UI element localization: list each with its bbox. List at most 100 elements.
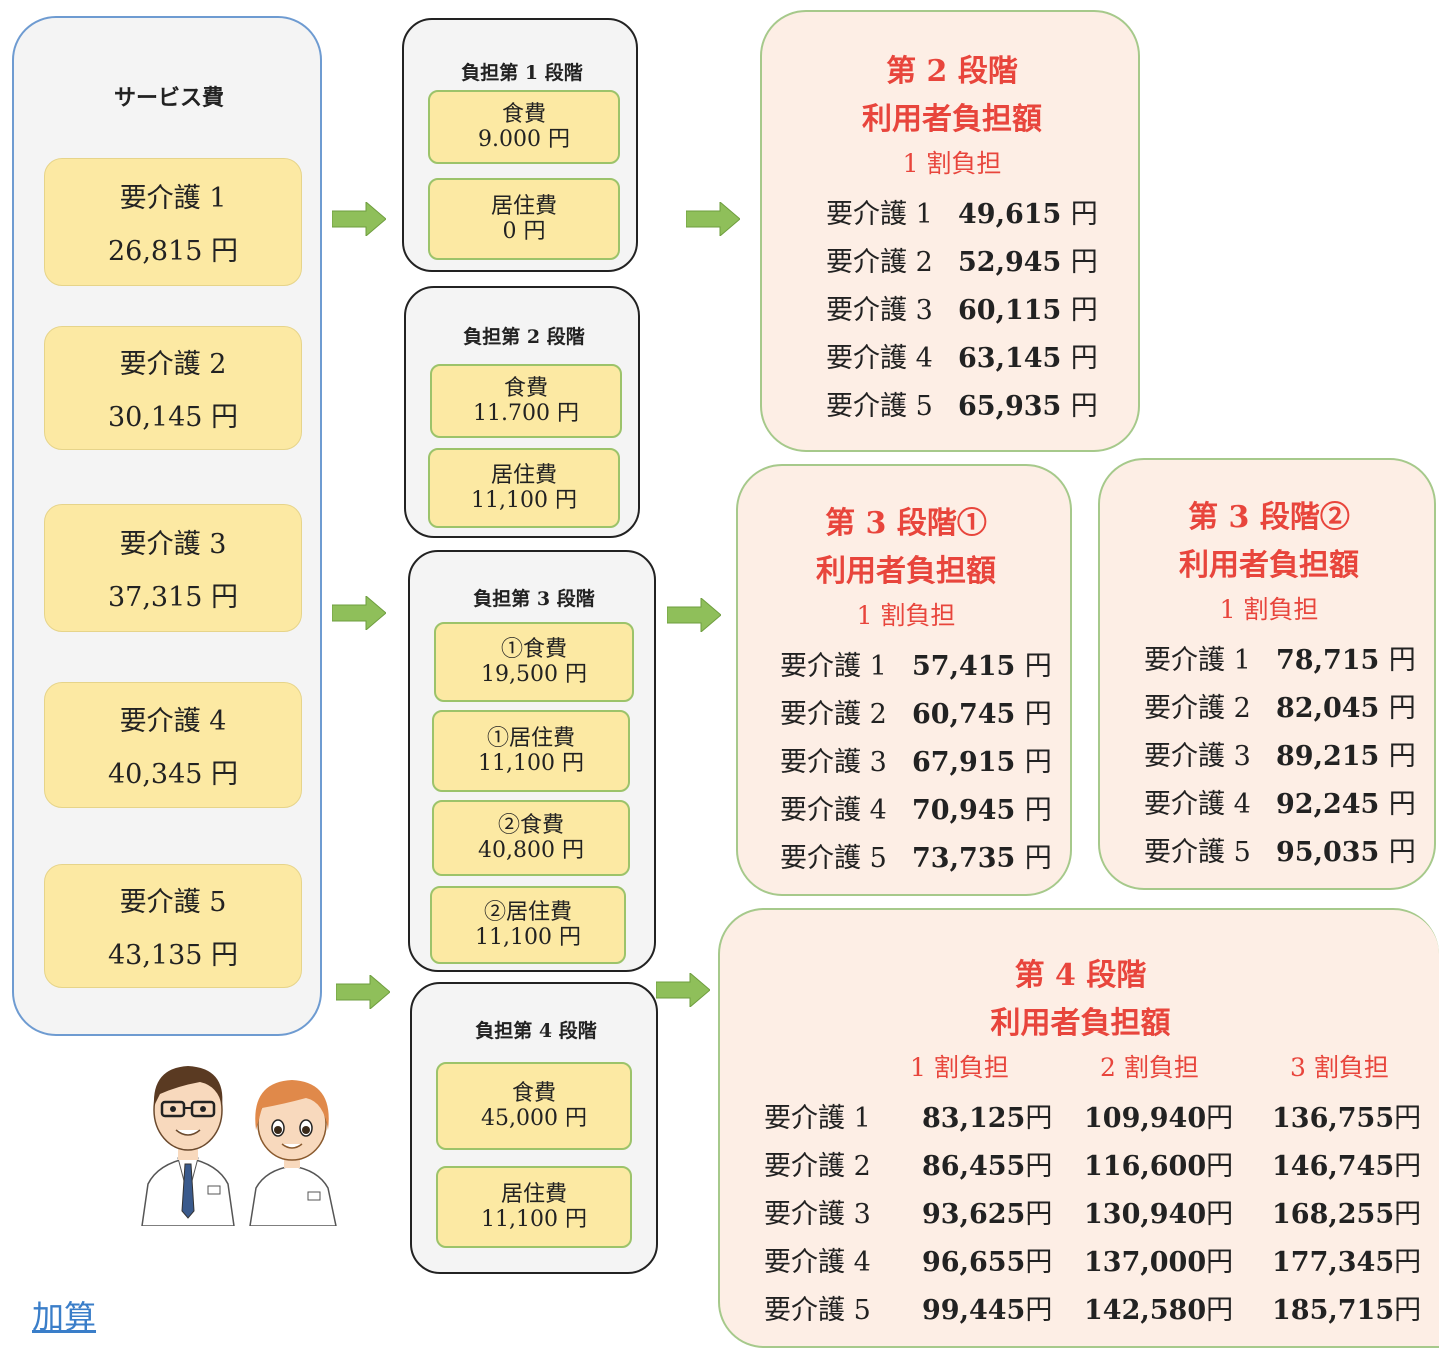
service-fee-title: サービス費 <box>113 85 224 111</box>
cost-amount: 11.700 円 <box>473 401 579 426</box>
cost-amount: 11,100 円 <box>478 751 584 776</box>
care-level-label: 要介護 2 <box>780 699 887 730</box>
burden-amount-20pct: 109,940円 <box>1084 1103 1234 1134</box>
burden-amount-10pct: 96,655円 <box>922 1247 1053 1278</box>
burden-amount: 49,615 円 <box>958 199 1098 230</box>
burden-amount-20pct: 130,940円 <box>1084 1199 1234 1230</box>
cost-amount: 0 円 <box>502 219 546 244</box>
result-title: 第 4 段階 <box>1014 958 1147 993</box>
care-level-amount: 43,135 円 <box>107 940 239 971</box>
burden-amount-30pct: 168,255円 <box>1272 1199 1422 1230</box>
burden-amount: 65,935 円 <box>958 391 1098 422</box>
burden-stage-title: 負担第 1 段階 <box>461 62 583 84</box>
burden-stage-title: 負担第 4 段階 <box>475 1020 597 1042</box>
burden-amount-20pct: 142,580円 <box>1084 1295 1234 1326</box>
burden-stage-4-panel: 負担第 4 段階 食費 45,000 円 居住費 11,100 円 <box>410 982 658 1274</box>
burden-amount-30pct: 136,755円 <box>1272 1103 1422 1134</box>
burden-stage-1-panel: 負担第 1 段階 食費 9.000 円 居住費 0 円 <box>402 18 638 272</box>
burden-ratio-header-3: 3 割負担 <box>1290 1053 1389 1082</box>
care-level-label: 要介護 1 <box>119 183 227 214</box>
food-cost-box: 食費 11.700 円 <box>430 364 622 438</box>
cost-label: 食費 <box>511 1080 556 1106</box>
care-level-label: 要介護 5 <box>119 887 227 918</box>
burden-amount: 95,035 円 <box>1276 837 1416 868</box>
burden-ratio-label: 1 割負担 <box>902 149 1002 178</box>
nurse-icon <box>249 1080 337 1226</box>
burden-amount: 92,245 円 <box>1276 789 1416 820</box>
cost-amount: 40,800 円 <box>478 838 584 863</box>
burden-ratio-label: 1 割負担 <box>1219 595 1319 624</box>
burden-amount-10pct: 83,125円 <box>922 1103 1053 1134</box>
food-cost-2-box: ②食費 40,800 円 <box>432 800 630 876</box>
cost-label: 食費 <box>501 101 546 127</box>
cost-amount: 45,000 円 <box>481 1106 587 1131</box>
burden-ratio-label: 1 割負担 <box>856 601 956 630</box>
stage-3-1-result-panel: 第 3 段階① 利用者負担額 1 割負担 要介護 1 57,415 円 要介護 … <box>736 464 1072 896</box>
service-fee-panel: サービス費 要介護 1 26,815 円 要介護 2 30,145 円 要介護 … <box>12 16 322 1036</box>
result-subtitle: 利用者負担額 <box>816 554 996 589</box>
care-level-amount: 30,145 円 <box>107 402 239 433</box>
burden-amount: 60,745 円 <box>912 699 1052 730</box>
burden-ratio-header-1: 1 割負担 <box>910 1053 1009 1082</box>
arrow-right-icon <box>336 975 390 1009</box>
care-level-label: 要介護 4 <box>119 706 227 737</box>
care-level-label: 要介護 3 <box>119 529 227 560</box>
care-level-label: 要介護 5 <box>764 1295 871 1326</box>
cost-label: 居住費 <box>490 193 557 219</box>
burden-ratio-header-2: 2 割負担 <box>1100 1053 1199 1082</box>
burden-amount-30pct: 177,345円 <box>1272 1247 1422 1278</box>
food-cost-box: 食費 45,000 円 <box>436 1062 632 1150</box>
burden-amount: 67,915 円 <box>912 747 1052 778</box>
housing-cost-box: 居住費 0 円 <box>428 178 620 260</box>
burden-amount-30pct: 146,745円 <box>1272 1151 1422 1182</box>
care-level-box: 要介護 1 26,815 円 <box>44 158 302 286</box>
stage-4-result-panel: 第 4 段階 利用者負担額 1 割負担 2 割負担 3 割負担 要介護 1 83… <box>718 908 1439 1348</box>
result-title: 第 3 段階② <box>1188 500 1350 535</box>
burden-amount: 73,735 円 <box>912 843 1052 874</box>
burden-amount: 63,145 円 <box>958 343 1098 374</box>
care-level-label: 要介護 3 <box>764 1199 871 1230</box>
care-level-label: 要介護 2 <box>764 1151 871 1182</box>
burden-amount-10pct: 86,455円 <box>922 1151 1053 1182</box>
care-level-box: 要介護 3 37,315 円 <box>44 504 302 632</box>
doctor-icon <box>141 1066 235 1226</box>
housing-cost-1-box: ①居住費 11,100 円 <box>432 710 630 792</box>
doctor-nurse-illustration <box>141 1066 337 1226</box>
cost-label: ②居住費 <box>483 899 572 925</box>
result-subtitle: 利用者負担額 <box>1179 548 1359 583</box>
result-title: 第 3 段階① <box>825 506 987 541</box>
housing-cost-box: 居住費 11,100 円 <box>436 1166 632 1248</box>
burden-amount-30pct: 185,715円 <box>1272 1295 1422 1326</box>
cost-amount: 11,100 円 <box>471 488 577 513</box>
burden-amount: 82,045 円 <box>1276 693 1416 724</box>
burden-amount-10pct: 99,445円 <box>922 1295 1053 1326</box>
burden-stage-3-panel: 負担第 3 段階 ①食費 19,500 円 ①居住費 11,100 円 ②食費 … <box>408 550 656 972</box>
care-level-label: 要介護 1 <box>1144 645 1251 676</box>
care-level-label: 要介護 3 <box>1144 741 1251 772</box>
arrow-right-icon <box>332 202 386 236</box>
food-cost-box: 食費 9.000 円 <box>428 90 620 164</box>
care-level-label: 要介護 4 <box>826 343 933 374</box>
care-level-amount: 26,815 円 <box>107 236 239 267</box>
care-level-amount: 37,315 円 <box>107 582 239 613</box>
stage-2-result-panel: 第 2 段階 利用者負担額 1 割負担 要介護 1 49,615 円 要介護 2… <box>760 10 1140 452</box>
care-level-label: 要介護 2 <box>826 247 933 278</box>
kasan-link[interactable]: 加算 <box>32 1298 97 1336</box>
cost-amount: 11,100 円 <box>481 1207 587 1232</box>
burden-stage-title: 負担第 3 段階 <box>473 588 595 610</box>
cost-label: ②食費 <box>497 812 564 838</box>
care-level-label: 要介護 4 <box>764 1247 871 1278</box>
burden-amount: 78,715 円 <box>1276 645 1416 676</box>
food-cost-1-box: ①食費 19,500 円 <box>434 622 634 702</box>
burden-amount-20pct: 116,600円 <box>1084 1151 1234 1182</box>
care-level-box: 要介護 2 30,145 円 <box>44 326 302 450</box>
burden-stage-2-panel: 負担第 2 段階 食費 11.700 円 居住費 11,100 円 <box>404 286 640 538</box>
care-level-label: 要介護 5 <box>1144 837 1251 868</box>
cost-label: 食費 <box>503 375 548 401</box>
arrow-right-icon <box>686 202 740 236</box>
housing-cost-2-box: ②居住費 11,100 円 <box>430 886 626 964</box>
cost-amount: 9.000 円 <box>478 127 570 152</box>
arrow-right-icon <box>656 973 710 1007</box>
care-level-box: 要介護 4 40,345 円 <box>44 682 302 808</box>
care-level-label: 要介護 3 <box>780 747 887 778</box>
